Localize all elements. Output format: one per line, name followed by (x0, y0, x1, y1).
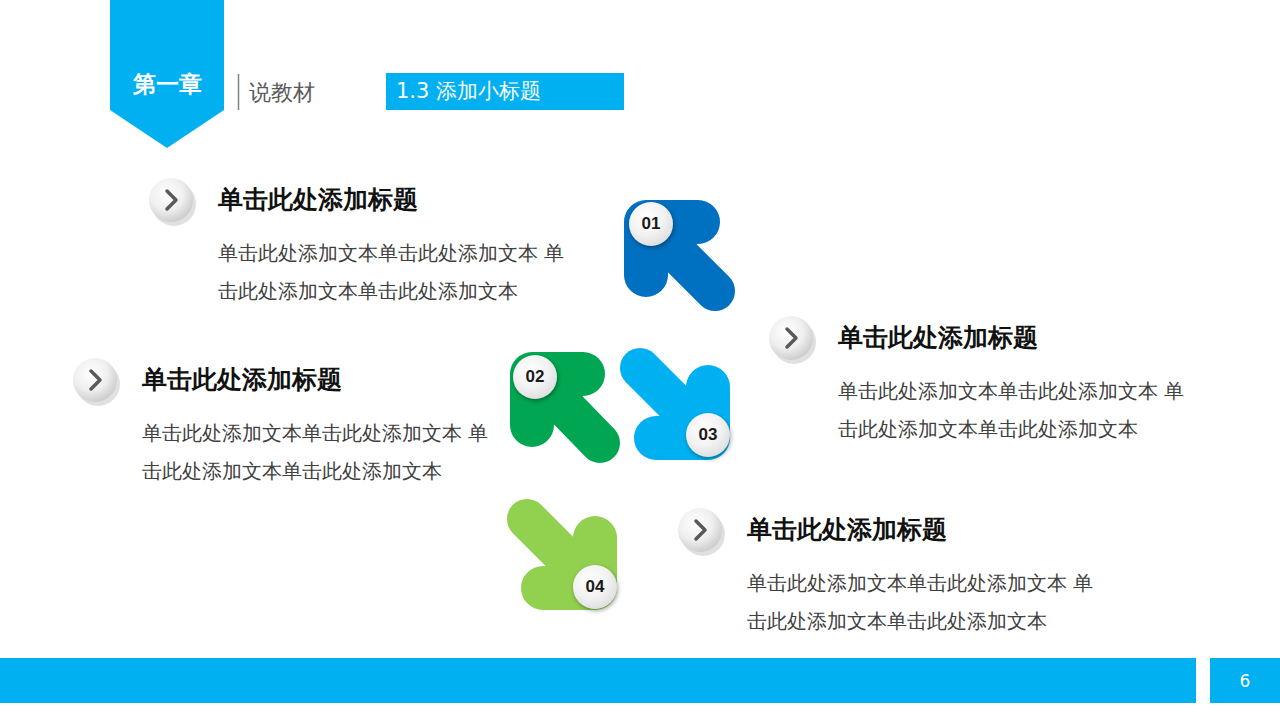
divider-line (238, 74, 240, 110)
chevron-circle (769, 316, 813, 360)
chevron-circle (73, 358, 117, 402)
chevron-icon (769, 316, 815, 362)
text-group: 单击此处添加标题单击此处添加文本单击此处添加文本 单击此处添加文本单击此处添加文… (769, 316, 1189, 456)
number-badge: 01 (629, 202, 673, 246)
section-label: 说教材 (249, 75, 315, 111)
callout-number: 04 (586, 577, 605, 597)
chevron-mark (696, 521, 705, 539)
chevron-icon (149, 178, 195, 224)
callout-number: 01 (642, 214, 661, 234)
group-body: 单击此处添加文本单击此处添加文本 单击此处添加文本单击此处添加文本 (747, 564, 1097, 640)
tab-fill (110, 0, 224, 148)
chapter-tab: 第一章 (110, 0, 224, 148)
group-heading: 单击此处添加标题 (142, 358, 342, 402)
text-group: 单击此处添加标题单击此处添加文本单击此处添加文本 单击此处添加文本单击此处添加文… (678, 508, 1098, 648)
group-body: 单击此处添加文本单击此处添加文本 单击此处添加文本单击此处添加文本 (838, 372, 1188, 448)
callout-number: 02 (526, 367, 545, 387)
chevron-icon (678, 508, 724, 554)
group-body: 单击此处添加文本单击此处添加文本 单击此处添加文本单击此处添加文本 (218, 234, 568, 310)
text-group: 单击此处添加标题单击此处添加文本单击此处添加文本 单击此处添加文本单击此处添加文… (73, 358, 493, 498)
arrow-bar (640, 368, 678, 406)
subtitle-box: 1.3 添加小标题 (386, 73, 624, 110)
page-number-box: 6 (1210, 658, 1280, 703)
number-badge: 02 (513, 355, 557, 399)
arrow-bar (527, 519, 565, 557)
callout-number: 03 (699, 425, 718, 445)
arrow-bar (678, 254, 715, 291)
number-badge: 03 (686, 413, 730, 457)
subtitle-text: 1.3 添加小标题 (396, 73, 541, 110)
number-badge: 04 (573, 565, 617, 609)
chevron-circle (678, 508, 722, 552)
chevron-icon (73, 358, 119, 404)
group-heading: 单击此处添加标题 (747, 508, 947, 552)
chevron-circle (149, 178, 193, 222)
chevron-mark (787, 329, 796, 347)
chapter-label: 第一章 (110, 64, 224, 104)
group-heading: 单击此处添加标题 (838, 316, 1038, 360)
group-heading: 单击此处添加标题 (218, 178, 418, 222)
page-number: 6 (1240, 671, 1251, 691)
chevron-mark (91, 371, 100, 389)
footer-bar (0, 658, 1196, 703)
text-group: 单击此处添加标题单击此处添加文本单击此处添加文本 单击此处添加文本单击此处添加文… (149, 178, 569, 318)
chevron-mark (167, 191, 176, 209)
group-body: 单击此处添加文本单击此处添加文本 单击此处添加文本单击此处添加文本 (142, 414, 492, 490)
arrow-bar (564, 406, 600, 443)
